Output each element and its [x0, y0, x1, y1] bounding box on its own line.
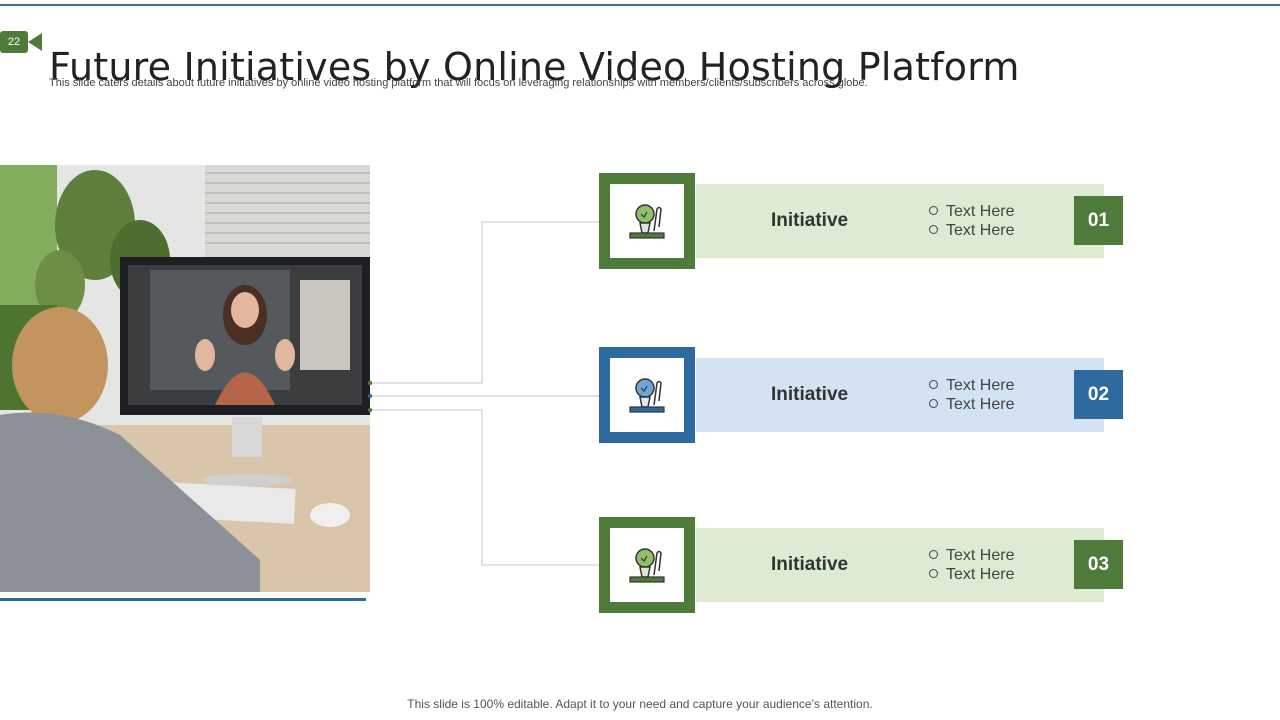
- lightbulb-idea-icon: [629, 548, 665, 583]
- initiative-row-2: Initiative Text Here Text Here 02: [599, 347, 1124, 443]
- initiative-bullets: Text Here Text Here: [929, 376, 1014, 414]
- initiative-bullets: Text Here Text Here: [929, 546, 1014, 584]
- top-rule: [0, 4, 1280, 6]
- initiative-bar: [696, 358, 1104, 432]
- bullet-item: Text Here: [929, 546, 1014, 565]
- slide-number-badge: 22: [0, 31, 28, 53]
- video-camera-icon: [28, 33, 42, 51]
- bullet-item: Text Here: [929, 395, 1014, 414]
- bullet-item: Text Here: [929, 565, 1014, 584]
- initiative-number: 01: [1074, 196, 1123, 245]
- initiative-label: Initiative: [771, 384, 849, 405]
- initiative-icon-frame: [599, 173, 695, 269]
- initiative-number: 03: [1074, 540, 1123, 589]
- initiative-label: Initiative: [771, 210, 849, 231]
- initiative-bar: [696, 184, 1104, 258]
- video-call-photo: [0, 165, 370, 592]
- initiative-bullets: Text Here Text Here: [929, 202, 1014, 240]
- initiative-icon-frame: [599, 517, 695, 613]
- bullet-item: Text Here: [929, 221, 1014, 240]
- initiative-row-1: Initiative Text Here Text Here 01: [599, 173, 1124, 269]
- initiative-number: 02: [1074, 370, 1123, 419]
- initiative-bar: [696, 528, 1104, 602]
- initiative-row-3: Initiative Text Here Text Here 03: [599, 517, 1124, 613]
- photo-underline: [0, 598, 366, 601]
- page-subtitle: This slide caters details about future i…: [49, 77, 868, 89]
- lightbulb-idea-icon: [629, 204, 665, 239]
- initiative-icon-frame: [599, 347, 695, 443]
- page-title: Future Initiatives by Online Video Hosti…: [49, 45, 1020, 90]
- bullet-item: Text Here: [929, 376, 1014, 395]
- initiative-label: Initiative: [771, 554, 849, 575]
- footer-note: This slide is 100% editable. Adapt it to…: [407, 697, 873, 711]
- lightbulb-idea-icon: [629, 378, 665, 413]
- bullet-item: Text Here: [929, 202, 1014, 221]
